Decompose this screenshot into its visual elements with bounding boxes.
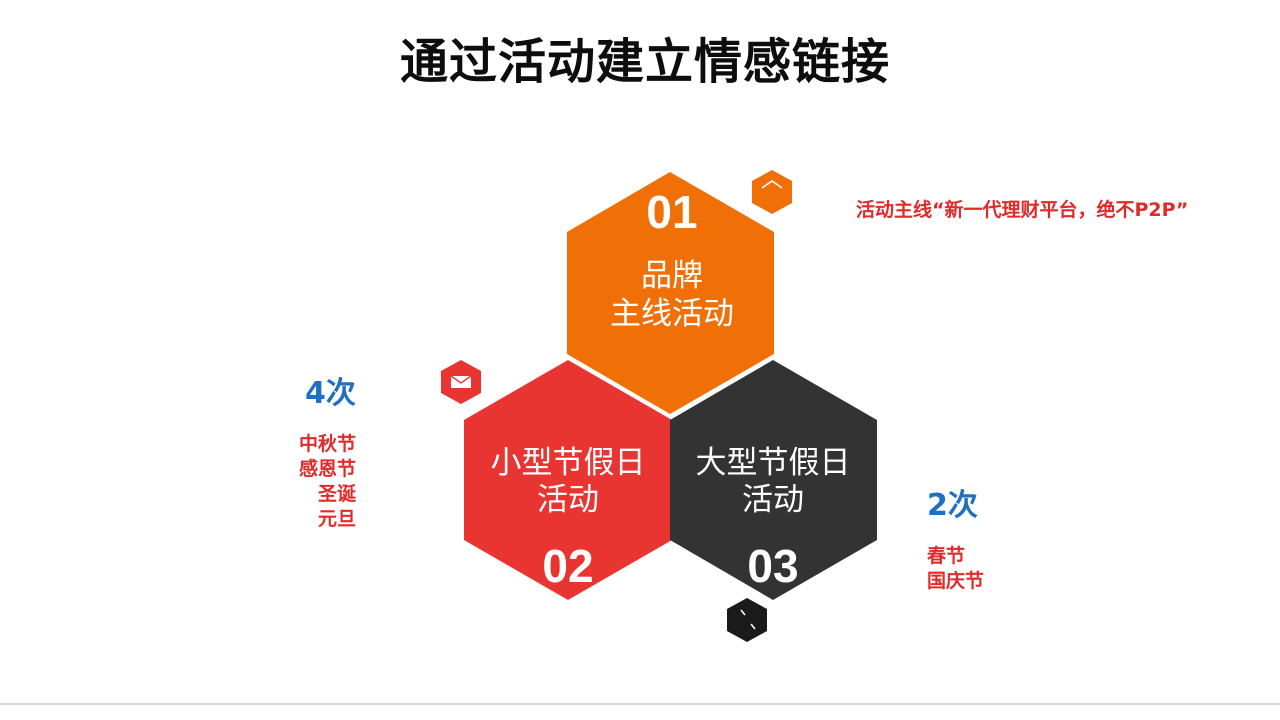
list-item: 国庆节 <box>927 570 985 592</box>
hex-02-label-line1: 小型节假日 <box>491 445 646 481</box>
list-item: 春节 <box>927 545 966 567</box>
list-item: 元旦 <box>317 508 356 530</box>
page-title: 通过活动建立情感链接 <box>399 34 890 90</box>
main-theme-note: 活动主线“新一代理财平台，绝不P2P” <box>856 199 1189 221</box>
hex-02-shape <box>464 360 672 600</box>
bottom-divider <box>0 703 1280 705</box>
chevron-up-icon <box>752 170 792 214</box>
hex-03-shape <box>670 360 877 600</box>
hex-01-number: 01 <box>646 186 697 238</box>
list-item: 感恩节 <box>298 458 356 480</box>
hex-02-number: 02 <box>542 540 593 592</box>
hex-03-label-line2: 活动 <box>742 482 804 518</box>
hex-01[interactable]: 01 品牌 主线活动 <box>567 172 774 414</box>
envelope-icon <box>441 360 481 404</box>
hex-01-shape <box>567 172 774 414</box>
large-holiday-count: 2次 <box>927 488 978 523</box>
hex-02[interactable]: 小型节假日 活动 02 <box>464 360 672 600</box>
hex-03-label-line1: 大型节假日 <box>696 445 851 481</box>
list-item: 圣诞 <box>317 483 356 505</box>
slash-icon <box>727 598 767 642</box>
small-holiday-list: 中秋节 感恩节 圣诞 元旦 <box>299 432 356 532</box>
small-holiday-count: 4次 <box>305 376 356 411</box>
hex-03-number: 03 <box>747 540 798 592</box>
hex-02-label-line2: 活动 <box>537 482 599 518</box>
list-item: 中秋节 <box>298 433 356 455</box>
large-holiday-list: 春节 国庆节 <box>927 544 984 594</box>
hex-01-label-line1: 品牌 <box>641 258 703 294</box>
hex-03[interactable]: 大型节假日 活动 03 <box>670 360 877 600</box>
hex-01-label-line2: 主线活动 <box>610 296 734 332</box>
